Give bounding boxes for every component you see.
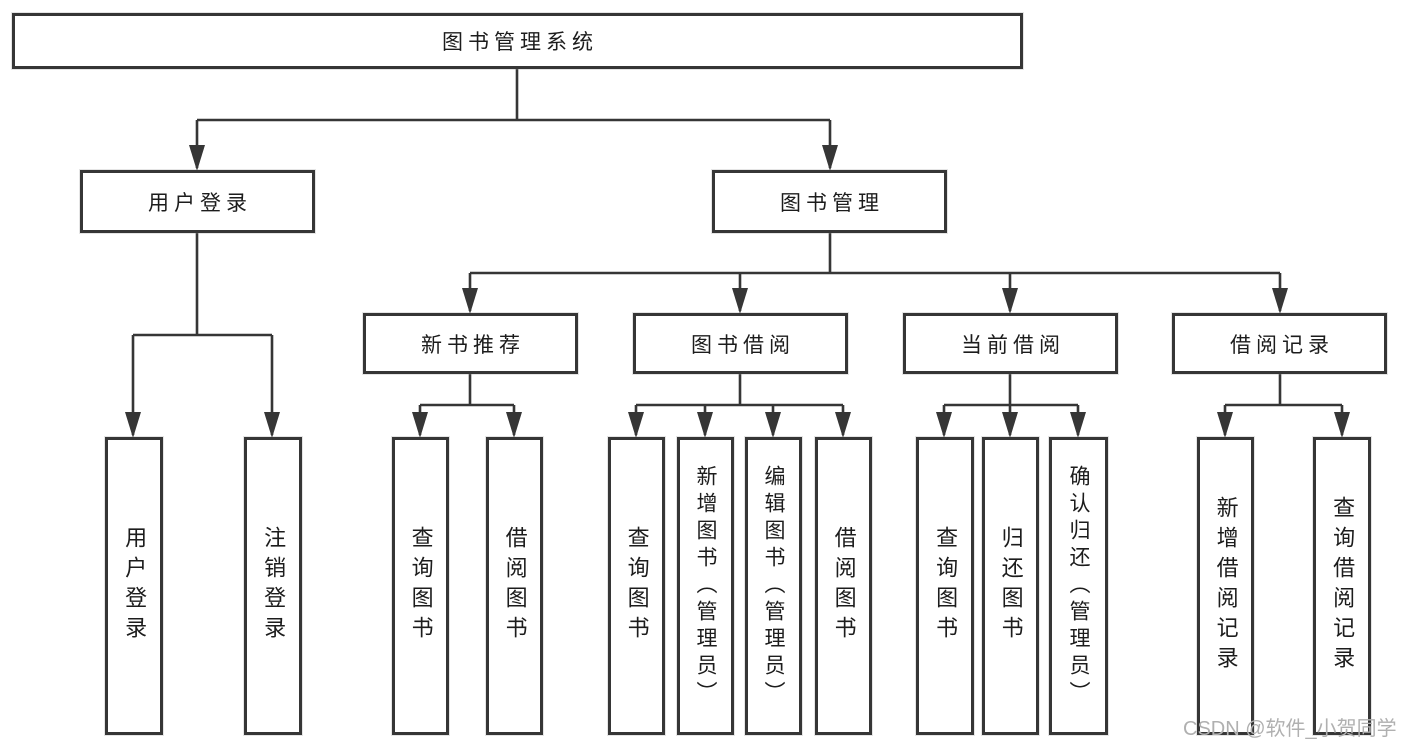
arrowhead (822, 145, 838, 171)
arrowhead (628, 412, 644, 438)
node-borrowing-records: 借阅记录 (1172, 313, 1387, 374)
node-book-management: 图书管理 (712, 170, 947, 233)
node-label: 编辑图书（管理员） (762, 464, 786, 708)
node-label: 借阅图书 (502, 526, 528, 646)
node-label: 用户登录 (148, 191, 252, 215)
node-library-management-system: 图书管理系统 (12, 13, 1023, 69)
node-label: 查询借阅记录 (1330, 496, 1356, 676)
arrowhead (1002, 412, 1018, 438)
node-label: 图书借阅 (691, 333, 795, 357)
arrowhead (1272, 288, 1288, 314)
edge-recommend-rail (418, 374, 516, 435)
arrowhead (506, 412, 522, 438)
node-new-book-recommend: 新书推荐 (363, 313, 578, 374)
node-label: 查询图书 (624, 526, 650, 646)
leaf-borrowing-query-books: 查询图书 (608, 437, 665, 735)
leaf-records-add-record: 新增借阅记录 (1197, 437, 1254, 735)
node-label: 新增借阅记录 (1213, 496, 1239, 676)
leaf-borrowing-add-books-admin: 新增图书（管理员） (677, 437, 734, 735)
arrowhead (835, 412, 851, 438)
arrowhead (125, 412, 141, 438)
arrowhead (462, 288, 478, 314)
edge-records-rail (1223, 374, 1344, 435)
arrowhead (1217, 412, 1233, 438)
node-label: 查询图书 (933, 526, 959, 646)
arrowhead (1070, 412, 1086, 438)
edge-bookmgmt-rail (468, 233, 1282, 311)
node-current-borrowing: 当前借阅 (903, 313, 1118, 374)
leaf-current-query-books: 查询图书 (916, 437, 974, 735)
arrowhead (412, 412, 428, 438)
leaf-recommend-borrow-books: 借阅图书 (486, 437, 543, 735)
leaf-recommend-query-books: 查询图书 (392, 437, 449, 735)
node-book-borrowing: 图书借阅 (633, 313, 848, 374)
node-label: 归还图书 (998, 526, 1024, 646)
arrowhead (1334, 412, 1350, 438)
node-label: 图书管理系统 (442, 31, 598, 54)
arrowheads (125, 145, 1350, 438)
node-label: 确认归还（管理员） (1067, 464, 1091, 708)
arrowhead (1002, 288, 1018, 314)
node-label: 查询图书 (408, 526, 434, 646)
arrowhead (732, 288, 748, 314)
leaf-borrowing-borrow-books: 借阅图书 (815, 437, 872, 735)
arrowhead (936, 412, 952, 438)
leaf-current-confirm-return-admin: 确认归还（管理员） (1049, 437, 1108, 735)
leaf-borrowing-edit-books-admin: 编辑图书（管理员） (745, 437, 802, 735)
arrowhead (189, 145, 205, 171)
node-label: 当前借阅 (961, 333, 1065, 357)
edge-root-rail (195, 69, 832, 168)
leaf-logout: 注销登录 (244, 437, 302, 735)
node-label: 新增图书（管理员） (694, 464, 718, 708)
arrowhead (264, 412, 280, 438)
node-label: 借阅记录 (1230, 333, 1334, 357)
leaf-user-login: 用户登录 (105, 437, 163, 735)
node-label: 图书管理 (780, 191, 884, 215)
node-label: 用户登录 (122, 526, 148, 646)
node-label: 注销登录 (261, 526, 287, 646)
node-user-login: 用户登录 (80, 170, 315, 233)
edge-borrowing-rail (634, 374, 845, 435)
node-label: 借阅图书 (831, 526, 857, 646)
node-label: 新书推荐 (421, 333, 525, 357)
leaf-current-return-books: 归还图书 (982, 437, 1039, 735)
arrowhead (765, 412, 781, 438)
edge-userlogin-rail (131, 233, 274, 435)
arrowhead (697, 412, 713, 438)
leaf-records-query-record: 查询借阅记录 (1313, 437, 1371, 735)
